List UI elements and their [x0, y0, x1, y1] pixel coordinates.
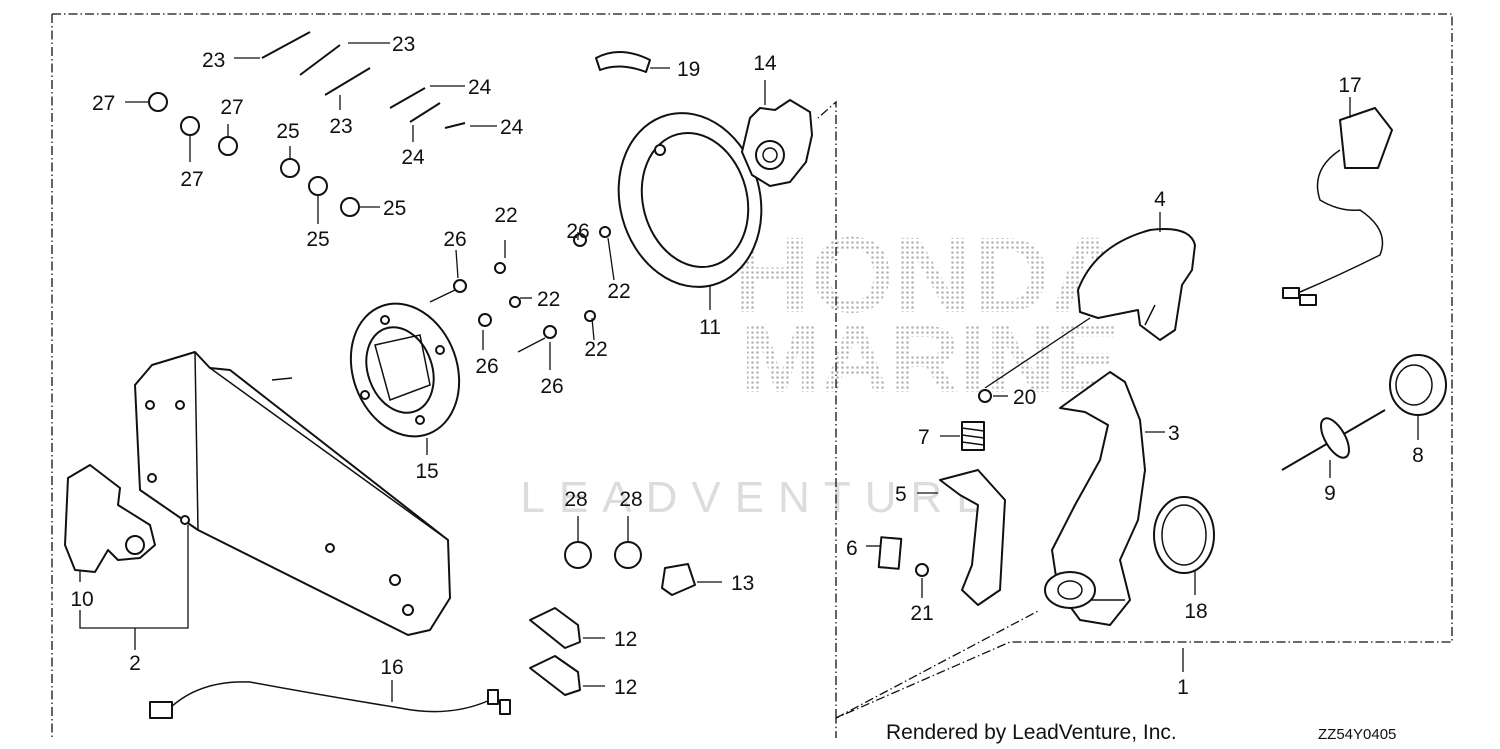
callout-24-c: 24	[500, 116, 524, 139]
part-o-ring	[1153, 496, 1215, 574]
callout-2: 2	[129, 652, 141, 675]
callout-12-upper: 12	[614, 628, 637, 651]
assembly-frame-outer	[52, 13, 1453, 738]
callout-22-a: 22	[494, 204, 517, 227]
footer-diagram-code: ZZ54Y0405	[1318, 726, 1396, 743]
part-clip-a	[564, 541, 592, 569]
part-cable-pin	[1281, 409, 1386, 471]
footer-credit: Rendered by LeadVenture, Inc.	[886, 721, 1177, 744]
small-hardware	[148, 31, 611, 339]
watermark-marine: MARINE	[741, 306, 1120, 413]
callout-23-b: 23	[392, 33, 415, 56]
callout-27-b: 27	[180, 168, 203, 191]
callout-5: 5	[895, 483, 907, 506]
part-wiring-harness	[149, 681, 511, 719]
callout-16: 16	[380, 656, 403, 679]
part-link-upper	[529, 607, 581, 649]
part-switch-harness	[1282, 107, 1393, 306]
callout-28-b: 28	[619, 488, 642, 511]
part-lever-arm	[1044, 371, 1146, 626]
part-link-lower	[529, 655, 581, 696]
callout-26-a: 26	[443, 228, 466, 251]
callout-24-a: 24	[468, 76, 492, 99]
callout-7: 7	[918, 426, 930, 449]
part-retainer	[661, 563, 696, 596]
callout-9: 9	[1324, 482, 1336, 505]
part-decal-strip	[595, 51, 651, 73]
callout-labels: 1 2 3 4 5 6 7 8 9 10 11 12 12 13 14 15 1…	[70, 33, 1424, 699]
callout-13: 13	[731, 572, 754, 595]
part-lever-cover	[64, 464, 156, 573]
part-lever-handle	[1077, 228, 1196, 341]
callout-28-a: 28	[564, 488, 587, 511]
callout-24-b: 24	[401, 146, 425, 169]
callout-23-c: 23	[329, 115, 352, 138]
callout-4: 4	[1154, 188, 1166, 211]
part-spring	[961, 421, 985, 451]
part-clip-b	[614, 541, 642, 569]
callout-21: 21	[910, 602, 933, 625]
callout-26-c: 26	[475, 355, 498, 378]
callout-14: 14	[753, 52, 777, 75]
callout-15: 15	[415, 460, 438, 483]
watermark-leadventure: LEADVENTURE	[520, 473, 999, 522]
callout-25-c: 25	[306, 228, 329, 251]
watermark: HONDA MARINE LEADVENTURE	[520, 214, 1128, 522]
callout-8: 8	[1412, 444, 1424, 467]
callout-12-lower: 12	[614, 676, 637, 699]
callout-27-a: 27	[92, 92, 115, 115]
callout-1: 1	[1177, 676, 1189, 699]
callout-17: 17	[1338, 74, 1361, 97]
callout-19: 19	[677, 58, 700, 81]
callout-3: 3	[1168, 422, 1180, 445]
assembly-frame-link	[835, 609, 1041, 719]
callout-27-c: 27	[220, 96, 243, 119]
callout-25-a: 25	[276, 120, 299, 143]
callout-22-c: 22	[607, 280, 630, 303]
callout-26-b: 26	[566, 220, 589, 243]
part-screw-21	[915, 563, 929, 577]
callout-22-d: 22	[584, 338, 607, 361]
callout-26-d: 26	[540, 375, 563, 398]
assembly-frame-inner	[817, 100, 837, 718]
part-block	[877, 536, 903, 570]
part-grommet	[1389, 354, 1447, 416]
part-detent-link	[939, 469, 1006, 606]
callout-18: 18	[1184, 600, 1207, 623]
callout-10: 10	[70, 588, 93, 611]
part-gear	[741, 99, 813, 187]
callout-22-b: 22	[537, 288, 560, 311]
callout-20: 20	[1013, 386, 1036, 409]
callout-6: 6	[846, 537, 858, 560]
part-bracket-plate	[349, 302, 461, 438]
callout-23-a: 23	[202, 49, 225, 72]
callout-11: 11	[699, 316, 721, 339]
leader-lines	[79, 42, 1419, 702]
part-ring	[617, 112, 763, 288]
part-control-box	[134, 351, 451, 636]
callout-25-b: 25	[383, 197, 406, 220]
part-screw-20	[978, 389, 992, 403]
watermark-honda: HONDA	[732, 214, 1128, 335]
